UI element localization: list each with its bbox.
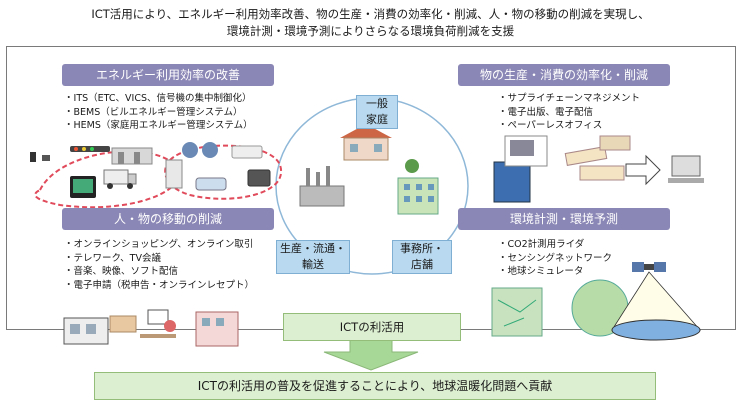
supply-chain-building-icon	[493, 135, 548, 203]
factory-icon	[299, 166, 345, 207]
node-distribution: 生産・流通・ 輸送	[276, 240, 350, 274]
category-production: 物の生産・消費の効率化・削減	[458, 64, 670, 86]
category-environment: 環境計測・環境予測	[458, 208, 670, 230]
production-list: サプライチェーンマネジメント 電子出版、電子配信 ペーパーレスオフィス	[498, 92, 698, 133]
list-item: サプライチェーンマネジメント	[498, 92, 698, 106]
toll-gate-icon	[111, 147, 153, 165]
list-item: BEMS（ビルエネルギー管理システム）	[64, 106, 284, 120]
remote-office-icon	[195, 311, 239, 347]
earth-simulator-image	[611, 319, 701, 341]
paperless-arrow	[625, 154, 661, 186]
office-building-icon	[397, 159, 439, 215]
category-transport: 人・物の移動の削減	[62, 208, 274, 230]
paperless-computer-icon	[668, 155, 704, 183]
down-arrow	[323, 339, 419, 371]
lidar-map-image	[491, 287, 543, 337]
publishing-icon	[564, 135, 631, 181]
list-item: 音楽、映像、ソフト配信	[64, 265, 294, 279]
header-text: ICT活用により、エネルギー利用効率改善、物の生産・消費の効率化・削減、人・物の…	[0, 6, 741, 40]
car-navigation-icon	[70, 176, 96, 198]
environment-list: CO2計測用ライダ センシングネットワーク 地球シミュレータ	[498, 238, 698, 279]
appliance-icons	[165, 142, 271, 191]
list-item: 電子出版、電子配信	[498, 106, 698, 120]
truck-icon	[103, 169, 137, 189]
node-office: 事務所・ 店舗	[392, 240, 452, 274]
traffic-icon	[30, 146, 110, 162]
footer-banner: ICTの利活用の普及を促進することにより、地球温暖化問題へ貢献	[94, 372, 656, 400]
list-item: ITS（ETC、VICS、信号機の集中制御化）	[64, 92, 284, 106]
list-item: CO2計測用ライダ	[498, 238, 698, 252]
ict-utilization-box: ICTの利活用	[283, 313, 461, 341]
category-energy: エネルギー利用効率の改善	[62, 64, 274, 86]
list-item: 地球シミュレータ	[498, 265, 698, 279]
header-line-1: ICT活用により、エネルギー利用効率改善、物の生産・消費の効率化・削減、人・物の…	[91, 7, 650, 21]
list-item: HEMS（家庭用エネルギー管理システム）	[64, 119, 284, 133]
list-item: テレワーク、TV会議	[64, 252, 294, 266]
its-loop	[34, 150, 180, 209]
list-item: オンラインショッピング、オンライン取引	[64, 238, 294, 252]
header-line-2: 環境計測・環境予測によりさらなる環境負荷削減を支援	[226, 24, 515, 38]
list-item: ペーパーレスオフィス	[498, 119, 698, 133]
energy-list: ITS（ETC、VICS、信号機の集中制御化） BEMS（ビルエネルギー管理シス…	[64, 92, 284, 133]
telework-icon	[140, 309, 176, 338]
map-lines	[497, 299, 537, 327]
node-household: 一般 家庭	[356, 95, 398, 129]
transport-list: オンラインショッピング、オンライン取引 テレワーク、TV会議 音楽、映像、ソフト…	[64, 238, 294, 292]
house-icon	[340, 124, 392, 161]
list-item: 電子申請（税申告・オンラインレセプト）	[64, 279, 294, 293]
online-shop-icon	[63, 315, 137, 345]
list-item: センシングネットワーク	[498, 252, 698, 266]
